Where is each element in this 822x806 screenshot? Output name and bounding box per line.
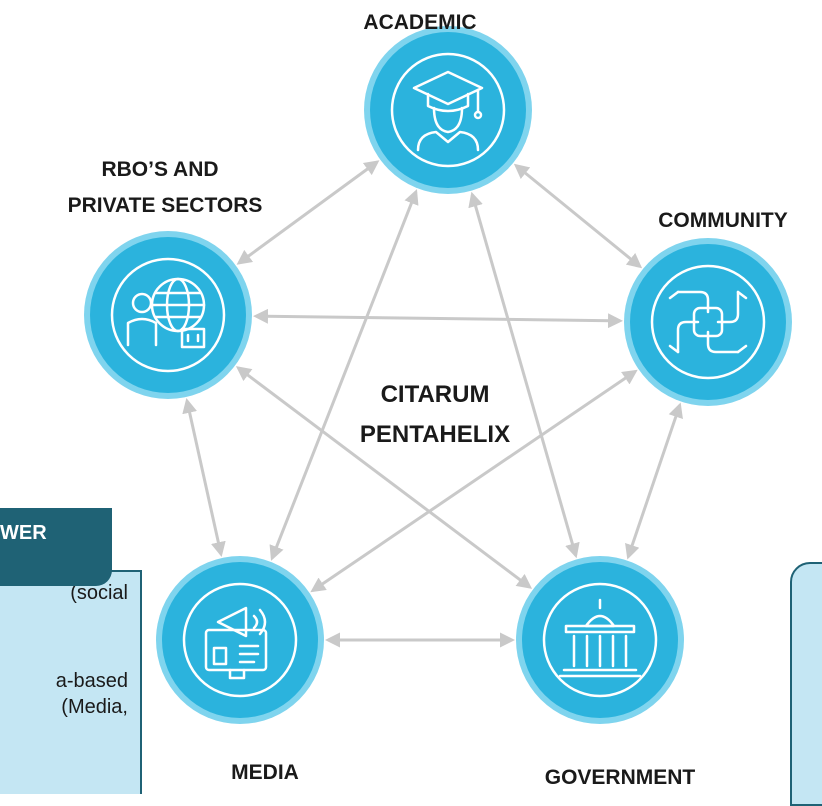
- government-icon-frame: [542, 582, 658, 698]
- media-label: MEDIA: [231, 761, 299, 784]
- rbo-label-line1: RBO’S AND: [101, 158, 219, 181]
- left-panel-line1: (social: [70, 582, 128, 604]
- academic-icon-frame: [390, 52, 506, 168]
- government-label: GOVERNMENT: [544, 766, 696, 789]
- left-panel-line2: a-based: [55, 670, 128, 692]
- node-circles: [84, 26, 792, 724]
- rbo-label-line2: PRIVATE SECTORS: [67, 194, 263, 217]
- arrow-community-media: [310, 369, 638, 593]
- media-node-circle: [162, 562, 318, 718]
- megaphone-monitor-icon: [204, 606, 268, 680]
- connection-arrows: [182, 160, 683, 648]
- arrow-academic-government: [468, 191, 580, 559]
- arrow-community-government: [625, 402, 683, 560]
- community-icon-frame: [650, 264, 766, 380]
- left-panel-header-text: WER: [0, 522, 47, 544]
- media-node: [156, 556, 324, 724]
- rbo-icon-frame: [110, 257, 226, 373]
- left-panel-header: WER: [0, 508, 112, 586]
- joined-hands-icon: [668, 290, 748, 354]
- business-globe-icon: [126, 277, 206, 349]
- arrow-rbo-media: [182, 397, 226, 558]
- community-node: [624, 238, 792, 406]
- media-icon-frame: [182, 582, 298, 698]
- rbo-node: [84, 231, 252, 399]
- government-building-icon: [558, 598, 642, 678]
- left-panel-line3: (Media,: [61, 696, 128, 718]
- right-info-panel: [790, 562, 822, 806]
- community-label: COMMUNITY: [658, 209, 788, 232]
- arrow-rbo-community: [252, 308, 624, 329]
- community-node-circle: [630, 244, 786, 400]
- arrow-academic-media: [269, 189, 419, 561]
- academic-label: ACADEMIC: [363, 11, 477, 34]
- government-node: [516, 556, 684, 724]
- academic-node: [364, 26, 532, 194]
- left-info-panel: (social a-based (Media,: [0, 570, 142, 794]
- arrow-academic-community: [513, 163, 643, 269]
- center-title-line2: PENTAHELIX: [359, 421, 511, 448]
- center-title-line1: CITARUM: [380, 381, 490, 408]
- graduate-icon: [412, 70, 484, 152]
